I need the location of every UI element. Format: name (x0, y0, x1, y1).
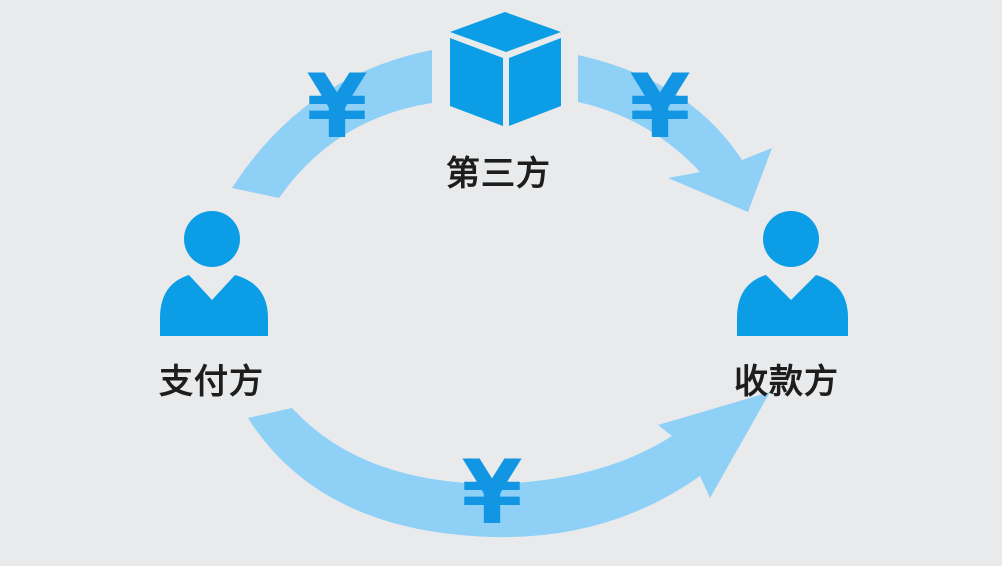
flow-arrow-payer-to-third-party (232, 50, 432, 198)
cube-icon (450, 12, 561, 126)
yen-icon-third-party-to-payee: ¥ (629, 55, 690, 158)
flow-arrow-third-party-to-payee (578, 55, 772, 212)
third-party-label: 第三方 (446, 154, 551, 194)
yen-icon-payer-to-payee: ¥ (461, 441, 522, 544)
payee-label: 收款方 (734, 362, 839, 402)
payee-person-icon (737, 211, 848, 336)
yen-icon-payer-to-third-party: ¥ (306, 55, 367, 158)
flow-arrow-payer-to-payee (248, 392, 770, 538)
payer-person-icon (160, 211, 268, 336)
payer-label: 支付方 (159, 362, 264, 402)
